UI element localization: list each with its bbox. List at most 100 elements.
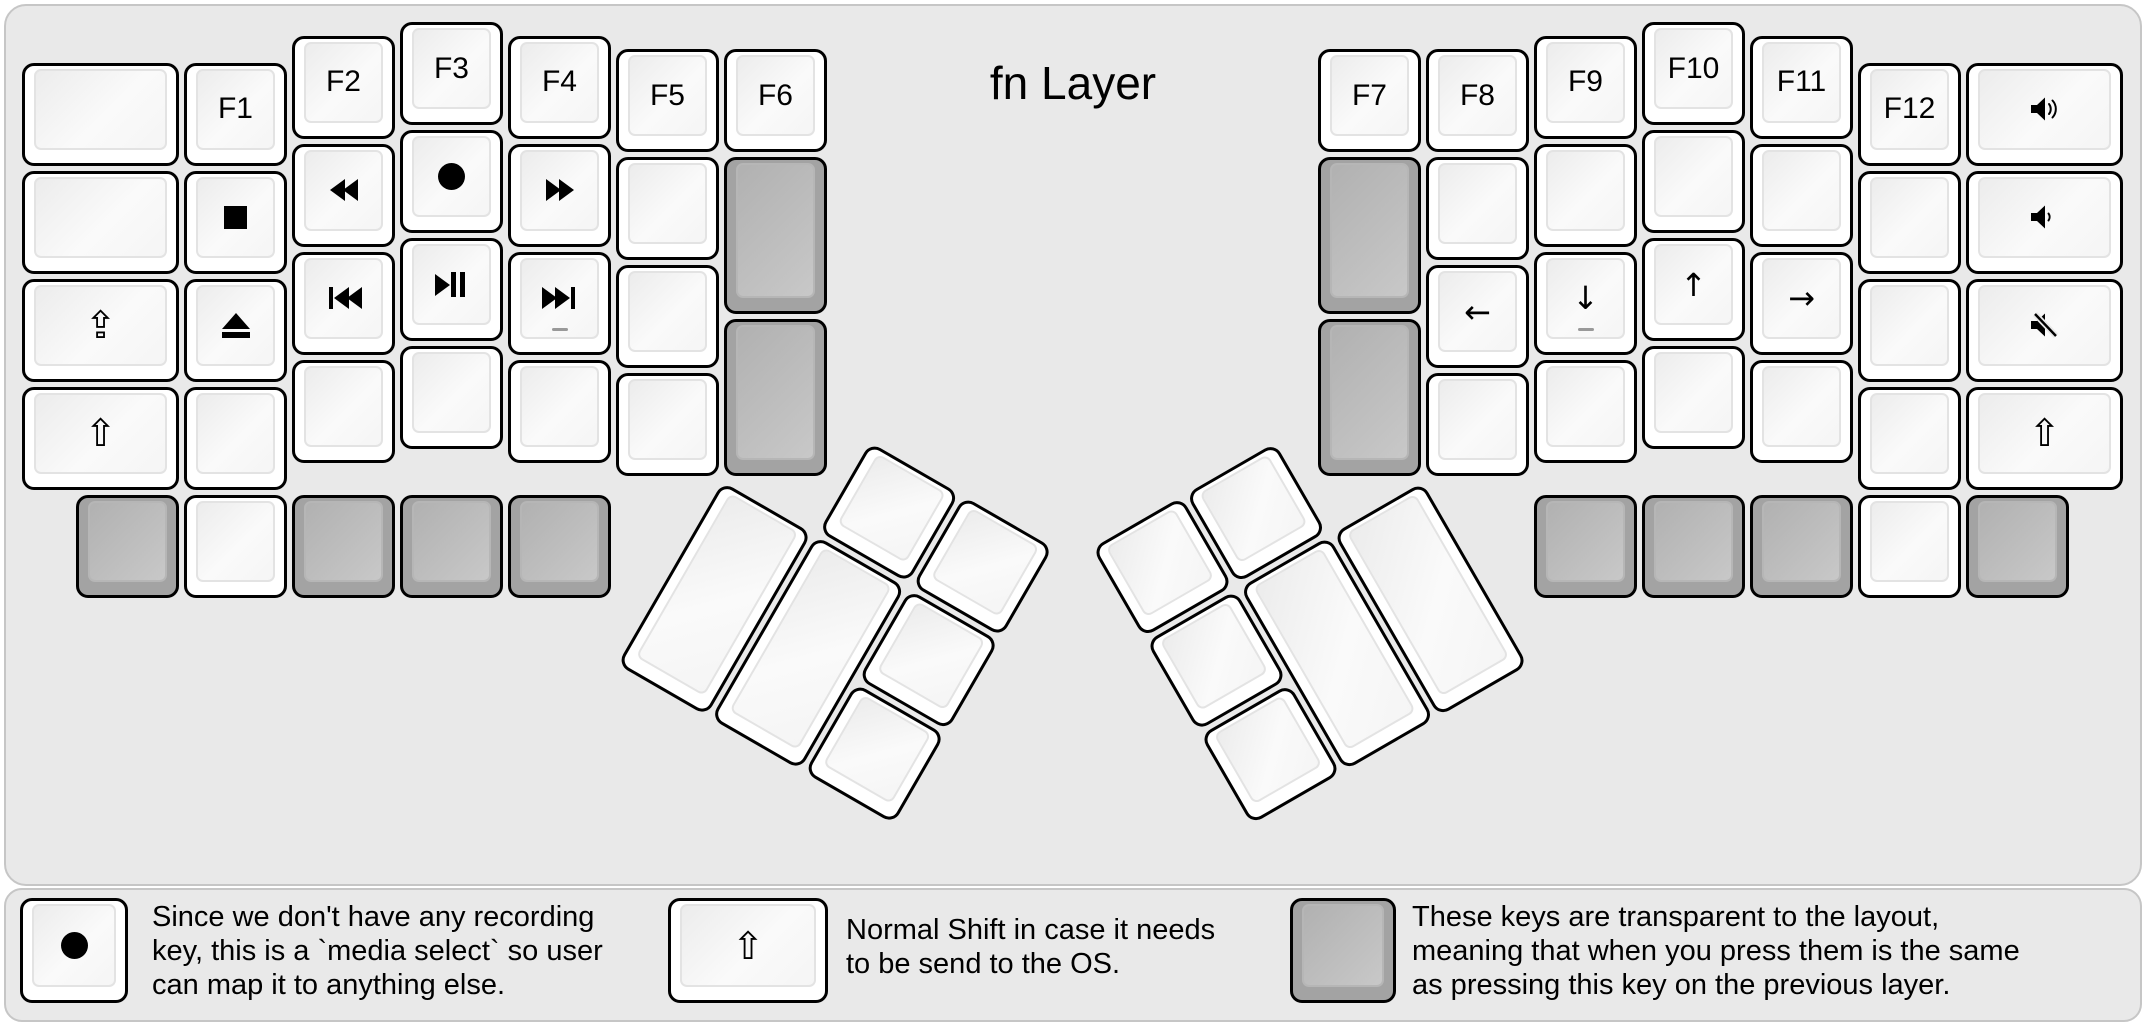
key-arrow-up[interactable]: ↑ xyxy=(1642,238,1745,341)
key-transparent[interactable] xyxy=(508,494,611,598)
key-f6[interactable]: F6 xyxy=(724,49,827,152)
key-shift[interactable]: ⇧ xyxy=(1966,386,2123,490)
key-stop[interactable] xyxy=(184,170,287,274)
legend-panel xyxy=(4,888,2142,1022)
key-blank[interactable] xyxy=(1426,373,1529,476)
key-arrow-right[interactable]: → xyxy=(1750,251,1853,355)
key-transparent-face xyxy=(1546,500,1625,582)
key-f10[interactable]: F10 xyxy=(1642,22,1745,125)
key-f6-face: F6 xyxy=(736,55,815,136)
key-blank[interactable] xyxy=(1858,386,1961,490)
key-f3[interactable]: F3 xyxy=(400,22,503,125)
key-transparent-face xyxy=(1978,500,2057,582)
key-prev-track[interactable] xyxy=(292,251,395,355)
key-f12-face: F12 xyxy=(1870,68,1949,150)
rewind-icon xyxy=(329,179,358,201)
key-blank-face xyxy=(1762,149,1841,231)
key-blank-face xyxy=(628,379,707,460)
key-arrow-down[interactable]: ↓ xyxy=(1534,251,1637,355)
eject-icon xyxy=(221,312,250,338)
key-blank[interactable] xyxy=(616,157,719,260)
key-play-pause-face xyxy=(412,244,491,325)
key-f7[interactable]: F7 xyxy=(1318,49,1421,152)
key-transparent[interactable] xyxy=(1966,494,2069,598)
volume-up-icon xyxy=(2027,95,2063,123)
key-blank[interactable] xyxy=(22,170,179,274)
key-f8[interactable]: F8 xyxy=(1426,49,1529,152)
key-transparent[interactable] xyxy=(1750,494,1853,598)
key-f1[interactable]: F1 xyxy=(184,62,287,166)
key-blank[interactable] xyxy=(1750,143,1853,247)
key-blank-face xyxy=(1438,163,1517,244)
key-blank-face xyxy=(34,68,167,150)
key-blank[interactable] xyxy=(1858,494,1961,598)
key-transparent[interactable] xyxy=(400,494,503,598)
key-transparent[interactable] xyxy=(724,157,827,314)
key-f4-label: F4 xyxy=(541,65,577,98)
key-blank-face xyxy=(1654,136,1733,217)
key-transparent[interactable] xyxy=(1318,319,1421,476)
key-transparent[interactable] xyxy=(76,494,179,598)
legend-text-shift: Normal Shift in case it needs to be send… xyxy=(846,914,1216,980)
key-next-track[interactable] xyxy=(508,251,611,355)
key-blank[interactable] xyxy=(184,494,287,598)
arrow-left-icon: ← xyxy=(1464,292,1491,331)
key-blank[interactable] xyxy=(292,359,395,463)
key-eject[interactable] xyxy=(184,278,287,382)
key-transparent-face xyxy=(1654,500,1733,582)
caps-icon: ⇪ xyxy=(84,303,117,347)
key-arrow-left[interactable]: ← xyxy=(1426,265,1529,368)
key-transparent[interactable] xyxy=(1642,494,1745,598)
key-f12[interactable]: F12 xyxy=(1858,62,1961,166)
key-f11[interactable]: F11 xyxy=(1750,35,1853,139)
key-f2-face: F2 xyxy=(304,41,383,123)
key-blank[interactable] xyxy=(508,359,611,463)
key-transparent[interactable] xyxy=(1318,157,1421,314)
key-caps[interactable]: ⇪ xyxy=(22,278,179,382)
key-blank-face xyxy=(1546,365,1625,447)
key-blank[interactable] xyxy=(400,346,503,449)
key-volume-down[interactable] xyxy=(1966,170,2123,274)
key-blank-face xyxy=(34,176,167,258)
volume-mute-icon xyxy=(2027,311,2063,339)
key-blank[interactable] xyxy=(1534,359,1637,463)
key-blank[interactable] xyxy=(1642,130,1745,233)
key-media-select[interactable] xyxy=(400,130,503,233)
key-f5[interactable]: F5 xyxy=(616,49,719,152)
key-transparent-face xyxy=(736,163,815,298)
key-f4[interactable]: F4 xyxy=(508,35,611,139)
key-transparent[interactable] xyxy=(724,319,827,476)
key-blank[interactable] xyxy=(1858,278,1961,382)
key-blank[interactable] xyxy=(1534,143,1637,247)
key-blank[interactable] xyxy=(1858,170,1961,274)
key-blank-face xyxy=(520,365,599,447)
key-f3-label: F3 xyxy=(433,51,469,85)
key-mute[interactable] xyxy=(1966,278,2123,382)
key-blank[interactable] xyxy=(1426,157,1529,260)
key-transparent-face xyxy=(736,325,815,460)
key-rewind[interactable] xyxy=(292,143,395,247)
key-blank[interactable] xyxy=(616,373,719,476)
legend-key-transparent xyxy=(1290,898,1396,1003)
legend-text-transparent: These keys are transparent to the layout… xyxy=(1412,901,2020,1001)
legend-key-media-select xyxy=(20,898,128,1003)
key-f2[interactable]: F2 xyxy=(292,35,395,139)
key-blank[interactable] xyxy=(22,62,179,166)
key-transparent-face xyxy=(412,500,491,582)
key-play-pause[interactable] xyxy=(400,238,503,341)
key-arrow-up-face: ↑ xyxy=(1654,244,1733,325)
key-transparent[interactable] xyxy=(292,494,395,598)
key-f9-label: F9 xyxy=(1567,65,1603,98)
key-blank[interactable] xyxy=(1750,359,1853,463)
key-blank[interactable] xyxy=(1642,346,1745,449)
key-fast-forward[interactable] xyxy=(508,143,611,247)
key-f4-face: F4 xyxy=(520,41,599,123)
key-arrow-left-face: ← xyxy=(1438,271,1517,352)
key-shift[interactable]: ⇧ xyxy=(22,386,179,490)
key-volume-up[interactable] xyxy=(1966,62,2123,166)
key-f9[interactable]: F9 xyxy=(1534,35,1637,139)
key-eject-face xyxy=(196,284,275,366)
key-blank[interactable] xyxy=(184,386,287,490)
key-transparent[interactable] xyxy=(1534,494,1637,598)
key-blank[interactable] xyxy=(616,265,719,368)
